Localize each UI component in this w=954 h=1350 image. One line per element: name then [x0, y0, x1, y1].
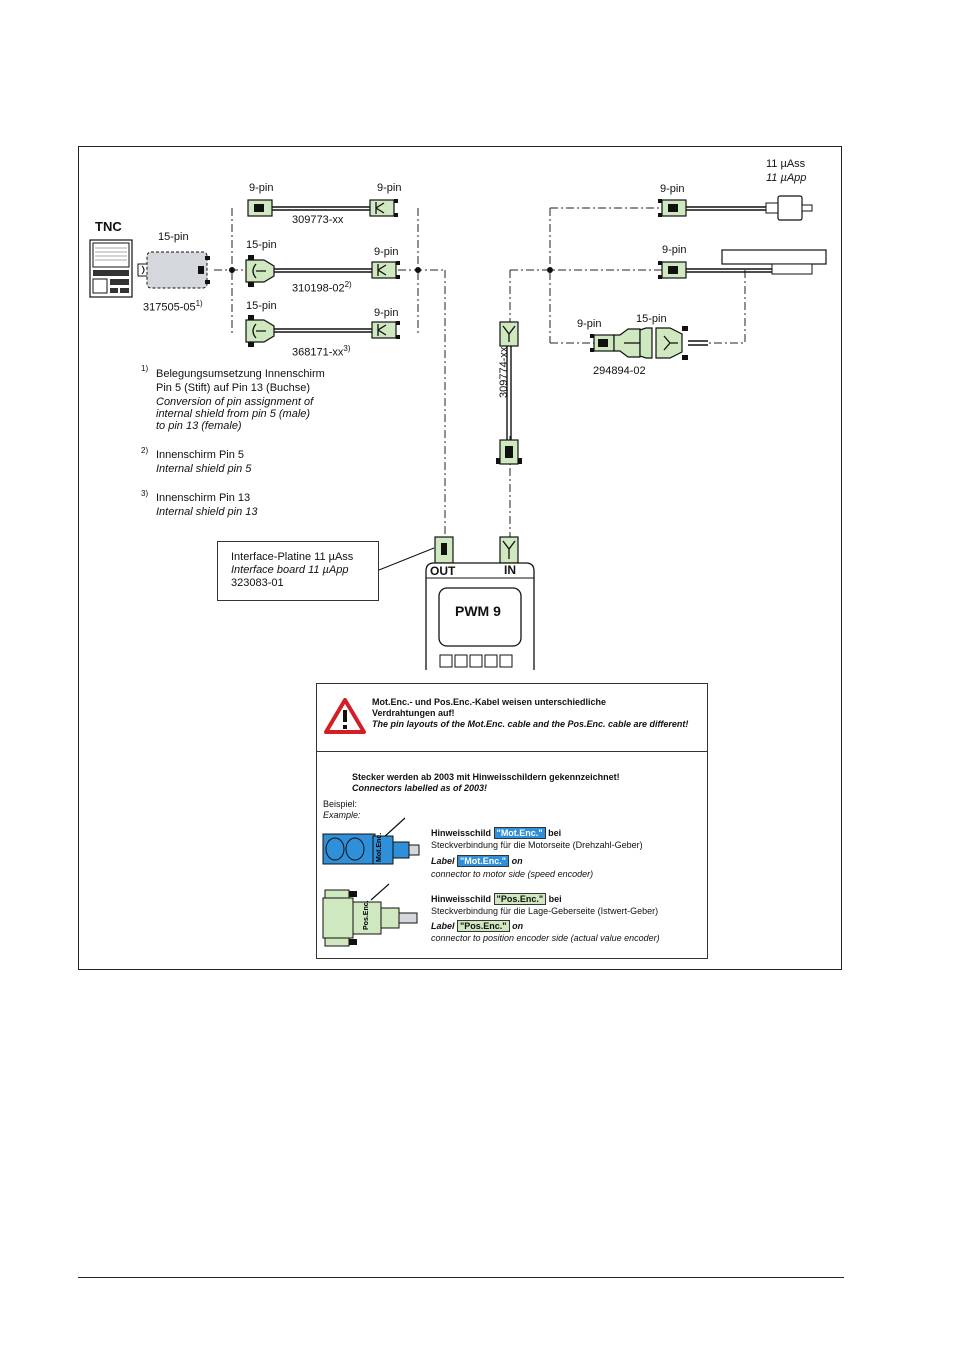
- mot-label-en: Label "Mot.Enc." on: [431, 855, 523, 867]
- mot-desc-de: Steckverbindung für die Motorseite (Dreh…: [431, 840, 643, 850]
- junction-dot: [547, 267, 553, 273]
- note1-de2: Pin 5 (Stift) auf Pin 13 (Buchse): [156, 382, 311, 394]
- note3-num: 3): [141, 489, 149, 498]
- cable3-part: 368171-xx3): [292, 344, 351, 359]
- labels-heading-de: Stecker werden ab 2003 mit Hinweisschild…: [352, 772, 620, 782]
- pwm-name: PWM 9: [455, 603, 501, 619]
- junction-dot: [415, 267, 421, 273]
- note1-en3: to pin 13 (female): [156, 420, 242, 432]
- mot-sign-de: Hinweisschild "Mot.Enc." bei: [431, 827, 562, 839]
- note2-num: 2): [141, 446, 149, 455]
- pwm-out-label: OUT: [430, 564, 456, 578]
- motor-encoder-cable: [658, 195, 813, 221]
- diagram-frame: [78, 146, 842, 970]
- signal-ass-label: 11 µAss: [766, 158, 806, 170]
- right-mid-pin: 9-pin: [662, 244, 687, 256]
- note1-en2: internal shield from pin 5 (male): [156, 408, 311, 420]
- pos-desc-de: Steckverbindung für die Lage-Geberseite …: [431, 906, 659, 916]
- warning-line2: Verdrahtungen auf!: [372, 708, 455, 718]
- cable2-part: 310198-022): [292, 280, 352, 295]
- cable-309773: [247, 199, 398, 217]
- right-bottom-pin-right: 15-pin: [636, 313, 667, 325]
- cable2-pin-left: 15-pin: [246, 239, 277, 251]
- right-bottom-pin-left: 9-pin: [577, 318, 602, 330]
- warning-line3: The pin layouts of the Mot.Enc. cable an…: [372, 719, 689, 729]
- cable-309774: [496, 321, 522, 465]
- adapter-pin-label: 15-pin: [158, 231, 189, 243]
- signal-app-label: 11 µApp: [766, 172, 807, 184]
- interface-board-box: Interface-Platine 11 µAss Interface boar…: [217, 541, 379, 601]
- example-en: Example:: [323, 810, 361, 820]
- adapter-part-label: 317505-051): [143, 299, 203, 314]
- footer-rule: [78, 1277, 844, 1278]
- pos-desc-en: connector to position encoder side (actu…: [431, 933, 660, 943]
- pwm-in-label: IN: [504, 563, 516, 577]
- mot-enc-connector-icon: Mot.Enc.: [322, 817, 420, 865]
- mot-enc-connector-text: Mot.Enc.: [376, 833, 383, 862]
- adapter-294894: [590, 326, 708, 360]
- cable-368171: [245, 315, 400, 347]
- cable3-pin-left: 15-pin: [246, 300, 277, 312]
- warning-line1: Mot.Enc.- und Pos.Enc.-Kabel weisen unte…: [372, 697, 607, 707]
- right-bottom-part: 294894-02: [593, 365, 646, 377]
- pos-label-en: Label "Pos.Enc." on: [431, 920, 524, 932]
- pwm9-device: [425, 536, 535, 670]
- pos-sign-de: Hinweisschild "Pos.Enc." bei: [431, 893, 562, 905]
- adapter-connector: [137, 251, 210, 289]
- note3-en: Internal shield pin 13: [156, 506, 258, 518]
- labels-heading-en: Connectors labelled as of 2003!: [352, 783, 488, 793]
- vertical-cable-part: 309774-xx: [498, 346, 510, 398]
- tnc-label: TNC: [95, 219, 122, 234]
- note3-de: Innenschirm Pin 13: [156, 492, 251, 504]
- note2-de: Innenschirm Pin 5: [156, 449, 245, 461]
- warning-separator: [317, 751, 707, 752]
- interface-line1: Interface-Platine 11 µAss: [231, 551, 354, 563]
- right-top-pin: 9-pin: [660, 183, 685, 195]
- cable-310198: [245, 255, 400, 287]
- cable3-pin-right: 9-pin: [374, 307, 399, 319]
- warning-triangle-icon: [324, 698, 366, 734]
- position-encoder-cable: [658, 249, 827, 279]
- note2-en: Internal shield pin 5: [156, 463, 252, 475]
- interface-line2: Interface board 11 µApp: [231, 564, 349, 576]
- cable1-pin-right: 9-pin: [377, 182, 402, 194]
- interface-line3: 323083-01: [231, 577, 284, 589]
- pos-enc-connector-icon: Pos.Enc.: [322, 883, 418, 947]
- cable1-part: 309773-xx: [292, 214, 344, 226]
- note1-de1: Belegungsumsetzung Innenschirm: [156, 368, 325, 380]
- warning-box: Mot.Enc.- und Pos.Enc.-Kabel weisen unte…: [316, 683, 708, 959]
- junction-dot: [229, 267, 235, 273]
- cable2-pin-right: 9-pin: [374, 246, 399, 258]
- example-de: Beispiel:: [323, 799, 358, 809]
- note1-en1: Conversion of pin assignment of: [156, 396, 314, 408]
- cable1-pin-left: 9-pin: [249, 182, 274, 194]
- pos-enc-connector-text: Pos.Enc.: [363, 900, 370, 930]
- mot-desc-en: connector to motor side (speed encoder): [431, 869, 594, 879]
- note1-num: 1): [141, 364, 149, 373]
- tnc-control-icon: [89, 239, 133, 298]
